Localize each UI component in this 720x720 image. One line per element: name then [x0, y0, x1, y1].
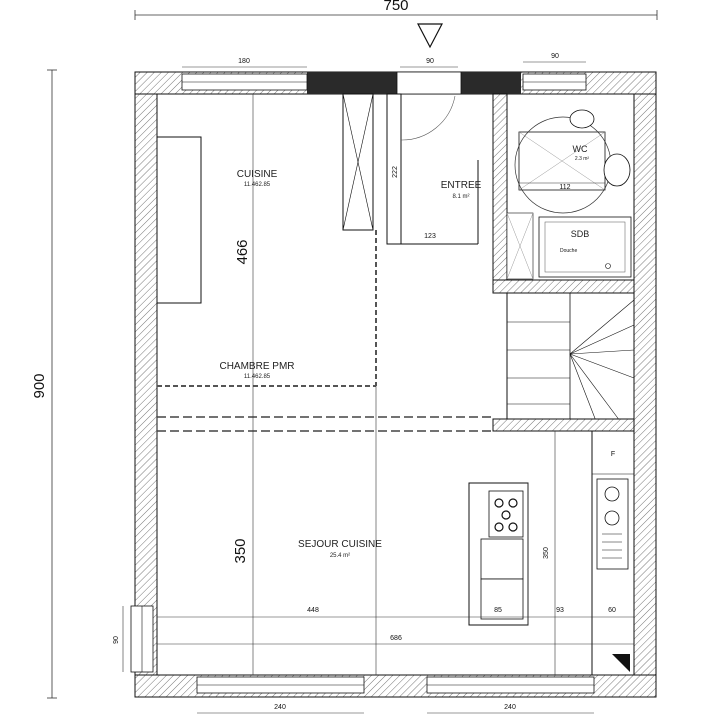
kitchen-right-column: F 60: [591, 430, 635, 676]
room-name-entree: ENTREE: [441, 180, 482, 191]
bottom-window-left-dim: 240: [274, 704, 286, 711]
room-label-chambre: CHAMBRE PMR 11.462.85: [219, 361, 294, 380]
room-label-sdb: SDB: [571, 229, 590, 239]
room-name-sdb: SDB: [571, 229, 590, 239]
span-93-dim: 93: [556, 607, 564, 614]
wc-width-dim: 112: [559, 184, 570, 191]
service-partition: [492, 93, 635, 294]
bathroom: Douche: [506, 212, 632, 280]
span-60-dim: 60: [608, 607, 616, 614]
kitchen-height-dim: 466: [234, 239, 251, 264]
entry-door-swing: [400, 95, 456, 141]
span-448-dim: 448: [307, 607, 319, 614]
bottom-window-right-dim: 240: [504, 704, 516, 711]
staircase: [492, 292, 635, 432]
living-height-dim: 350: [232, 538, 249, 563]
room-name-cuisine: CUISINE: [237, 169, 278, 180]
overall-width-dimension: 750: [134, 0, 658, 20]
toilet-icon: [569, 109, 595, 129]
chambre-boundary: [157, 230, 493, 432]
room-name-wc: WC: [573, 144, 588, 154]
washbasin-icon: [603, 153, 631, 187]
top-window-left-dim: 180: [238, 58, 250, 65]
kitchen-counter: [156, 136, 202, 304]
kitchen-cupboard: [342, 93, 374, 231]
entry-closet-w-dim: 123: [424, 233, 436, 240]
room-area-entree: 8.1 m²: [452, 194, 469, 200]
bottom-window-right: 240: [426, 676, 595, 714]
overall-width-label: 750: [383, 0, 408, 14]
room-area-chambre: 11.462.85: [244, 374, 271, 380]
room-label-sejour: SEJOUR CUISINE 25.4 m²: [298, 539, 382, 559]
left-window-dim: 90: [113, 636, 120, 644]
top-window-right-dim: 90: [551, 53, 559, 60]
island-height-dim: 350: [543, 547, 550, 559]
room-label-wc: WC 2.3 m²: [573, 144, 590, 162]
room-area-wc: 2.3 m²: [575, 156, 590, 162]
entry-closet: 222 123: [386, 93, 479, 245]
top-window-right: 90: [522, 53, 587, 91]
entrance-door-opening: 90: [396, 58, 462, 95]
overall-height-dimension: 900: [31, 69, 57, 699]
overall-height-label: 900: [31, 373, 48, 398]
room-label-cuisine: CUISINE 11.462.85: [237, 169, 278, 188]
span-686-dim: 686: [390, 635, 402, 642]
top-window-left: 180: [181, 58, 308, 91]
room-area-sejour: 25.4 m²: [330, 553, 350, 559]
entry-closet-h-dim: 222: [392, 166, 399, 178]
kitchen-island: 85: [468, 482, 529, 626]
top-door-dim: 90: [426, 58, 434, 65]
room-name-sejour: SEJOUR CUISINE: [298, 539, 382, 550]
left-window: 90: [113, 605, 154, 673]
bottom-window-left: 240: [196, 676, 365, 714]
room-area-cuisine: 11.462.85: [244, 182, 271, 188]
island-width-dim: 85: [494, 607, 502, 614]
wc-room: 112: [514, 109, 631, 214]
room-label-entree: ENTREE 8.1 m²: [441, 180, 482, 200]
shower-label: Douche: [560, 248, 577, 254]
room-name-chambre: CHAMBRE PMR: [219, 361, 294, 372]
entrance-arrow-icon: [417, 23, 443, 49]
fridge-label: F: [611, 451, 615, 458]
